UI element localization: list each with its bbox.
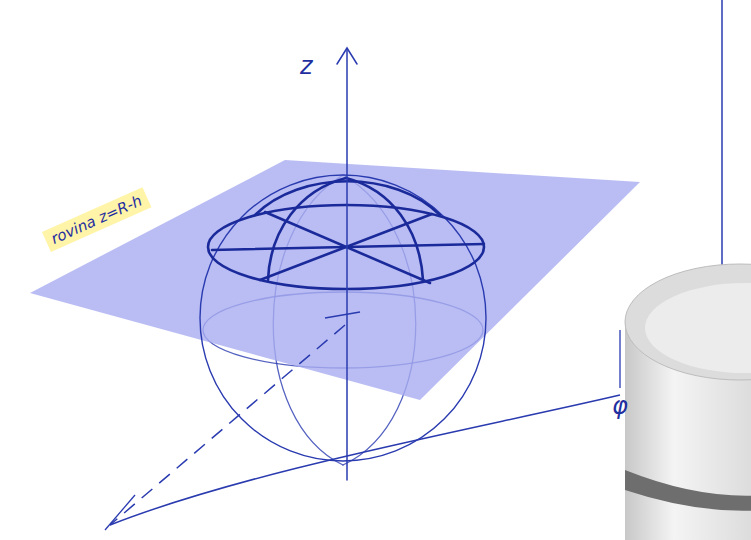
sphere-outline (200, 175, 486, 461)
dashed-axis (110, 325, 345, 525)
angle-label: φ (612, 392, 628, 420)
angle-arc (110, 395, 620, 525)
cutting-plane (30, 160, 640, 400)
cylinder-icon (625, 264, 751, 540)
spherical-cap (208, 178, 484, 289)
axis-label: z (300, 52, 313, 80)
z-axis (337, 48, 357, 480)
